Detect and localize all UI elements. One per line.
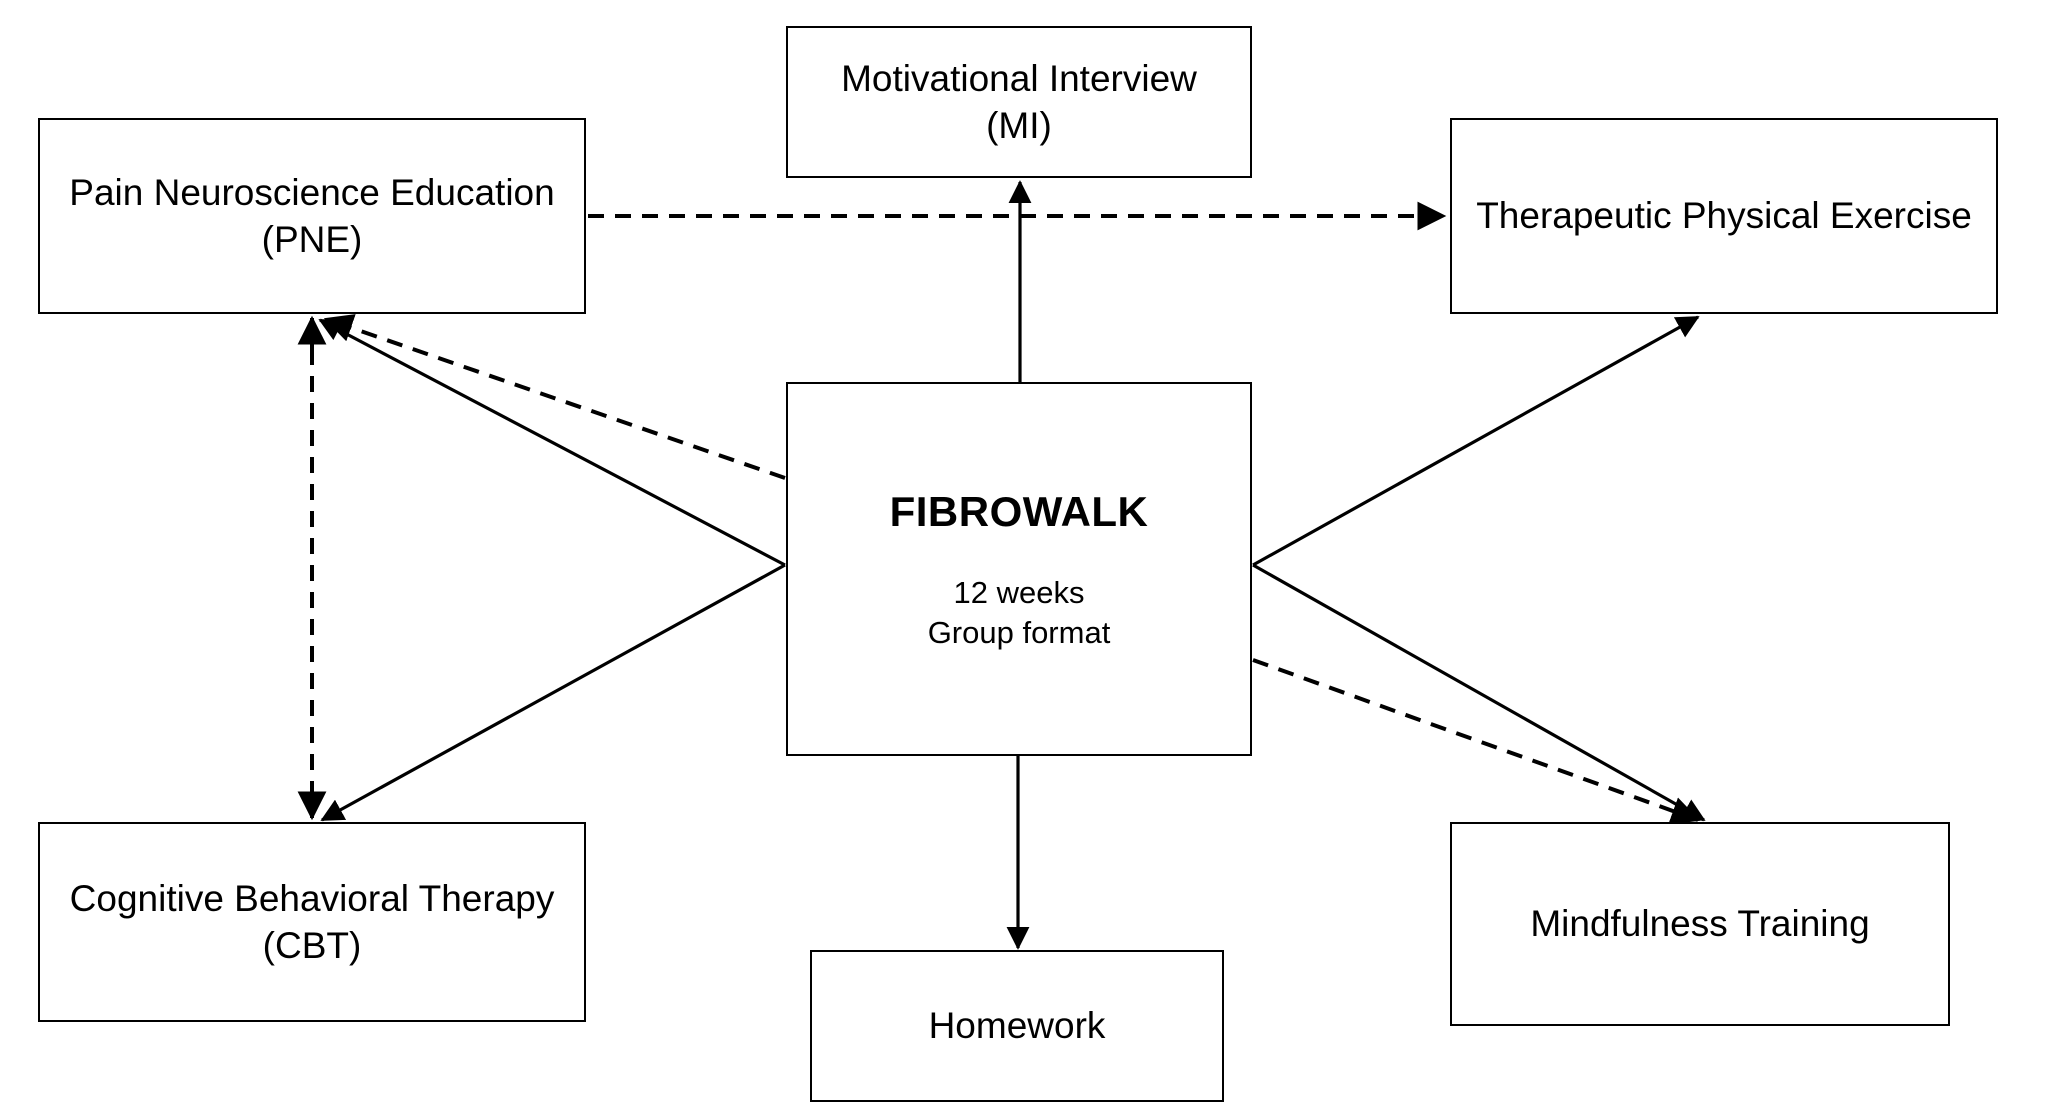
- node-cognitive-behavioral-therapy[interactable]: Cognitive Behavioral Therapy (CBT): [38, 822, 586, 1022]
- node-mindfulness-training[interactable]: Mindfulness Training: [1450, 822, 1950, 1026]
- edge-fibrowalk-to-mindfulness-dashed: [1252, 658, 1701, 825]
- edge-fibrowalk-to-tpe: [1252, 315, 1700, 567]
- node-sublabel-fibrowalk: 12 weeks Group format: [927, 574, 1111, 650]
- edge-fibrowalk-to-cbt: [320, 563, 786, 822]
- node-label-pne: Pain Neuroscience Education (PNE): [69, 171, 555, 260]
- node-label-cbt: Cognitive Behavioral Therapy (CBT): [69, 877, 555, 966]
- node-therapeutic-physical-exercise[interactable]: Therapeutic Physical Exercise: [1450, 118, 1998, 314]
- node-label-mi: Motivational Interview (MI): [841, 57, 1197, 146]
- node-label-tpe: Therapeutic Physical Exercise: [1476, 195, 1972, 237]
- edge-fibrowalk-to-mindfulness: [1252, 563, 1706, 822]
- node-label-mt: Mindfulness Training: [1530, 903, 1870, 945]
- node-label-hw: Homework: [928, 1005, 1106, 1047]
- node-fibrowalk[interactable]: FIBROWALK 12 weeks Group format: [786, 382, 1252, 756]
- node-pain-neuroscience-education[interactable]: Pain Neuroscience Education (PNE): [38, 118, 586, 314]
- node-homework[interactable]: Homework: [810, 950, 1224, 1102]
- edge-fibrowalk-to-pne: [318, 318, 786, 567]
- node-motivational-interview[interactable]: Motivational Interview (MI): [786, 26, 1252, 178]
- node-label-fibrowalk: FIBROWALK: [889, 487, 1149, 535]
- edge-fibrowalk-to-pne-dashed: [323, 314, 786, 480]
